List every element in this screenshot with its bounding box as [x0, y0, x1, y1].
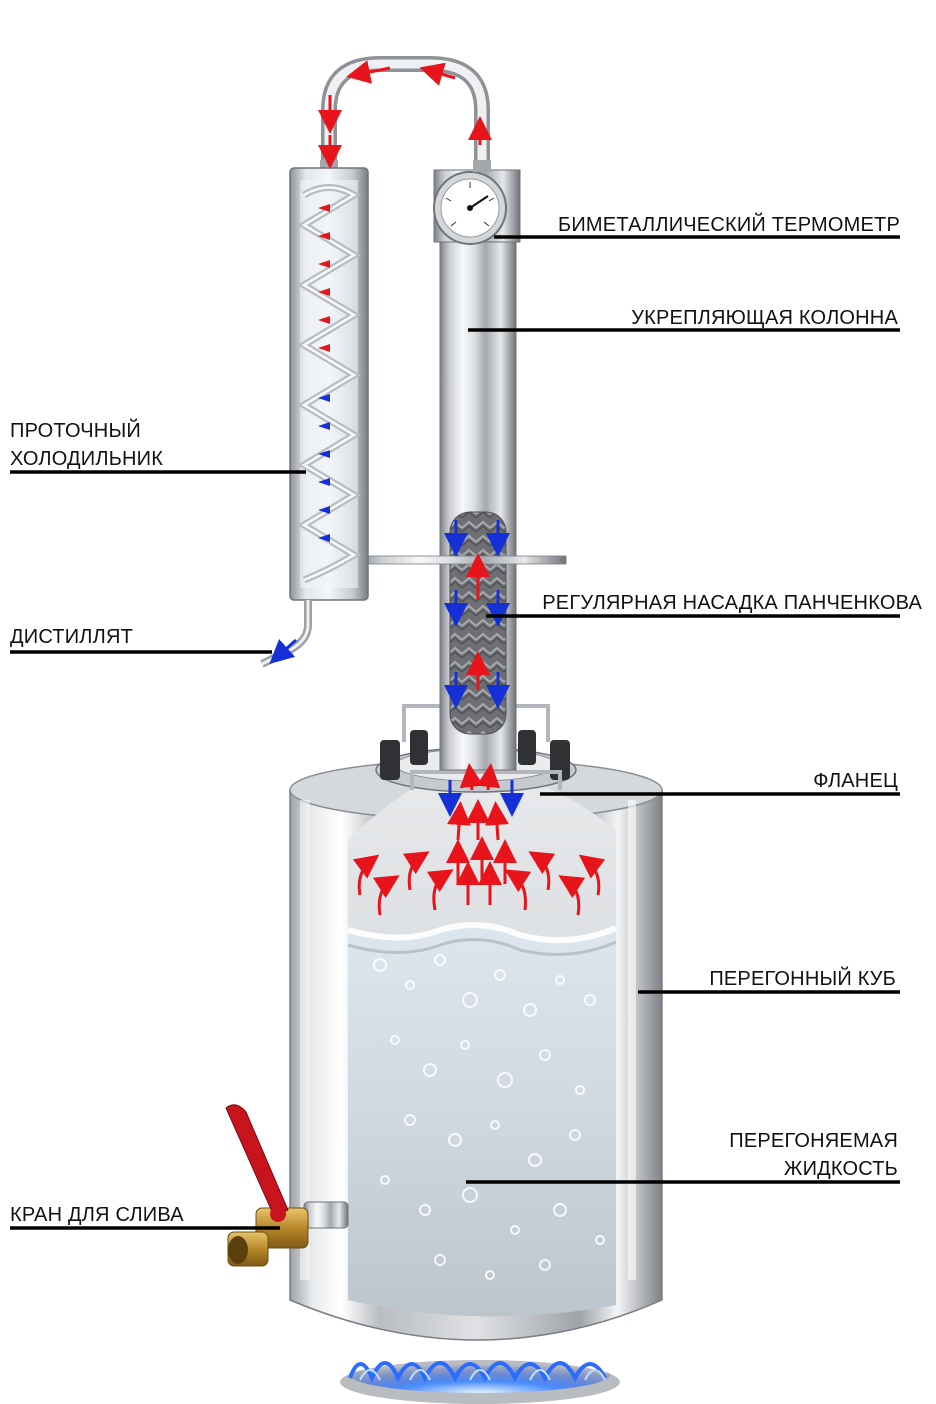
label-condenser-line1: ПРОТОЧНЫЙ: [10, 420, 141, 442]
label-condenser-line2: ХОЛОДИЛЬНИК: [10, 448, 164, 470]
condenser-red-ticks: [318, 204, 330, 352]
liquid-body: [348, 925, 616, 1317]
label-thermometer: БИМЕТАЛЛИЧЕСКИЙ ТЕРМОМЕТР: [558, 214, 900, 236]
condenser-blue-ticks: [318, 394, 330, 542]
vapour-tube: [320, 56, 491, 172]
leader-lines: [10, 235, 900, 1230]
drain-valve: [225, 1104, 349, 1267]
bubbles: [373, 954, 605, 1280]
label-distillate: ДИСТИЛЛЯТ: [10, 626, 134, 648]
label-flange: ФЛАНЕЦ: [813, 770, 898, 792]
thermometer: [433, 171, 507, 245]
label-still: ПЕРЕГОННЫЙ КУБ: [709, 968, 896, 990]
label-column: УКРЕПЛЯЮЩАЯ КОЛОННА: [631, 307, 898, 329]
reflux-flow-arrows: [269, 520, 524, 817]
label-drain-valve: КРАН ДЛЯ СЛИВА: [10, 1204, 184, 1226]
condenser: [260, 167, 369, 668]
valve-handle: [225, 1104, 289, 1217]
column: [355, 169, 567, 771]
still-tank: [289, 759, 663, 1341]
label-liquid-line1: ПЕРЕГОНЯЕМАЯ: [729, 1130, 898, 1152]
burner-flame: [340, 1357, 620, 1404]
vapour-flow-arrows: [318, 60, 606, 916]
label-liquid-line2: ЖИДКОСТЬ: [783, 1158, 898, 1180]
label-packing: РЕГУЛЯРНАЯ НАСАДКА ПАНЧЕНКОВА: [542, 592, 922, 614]
